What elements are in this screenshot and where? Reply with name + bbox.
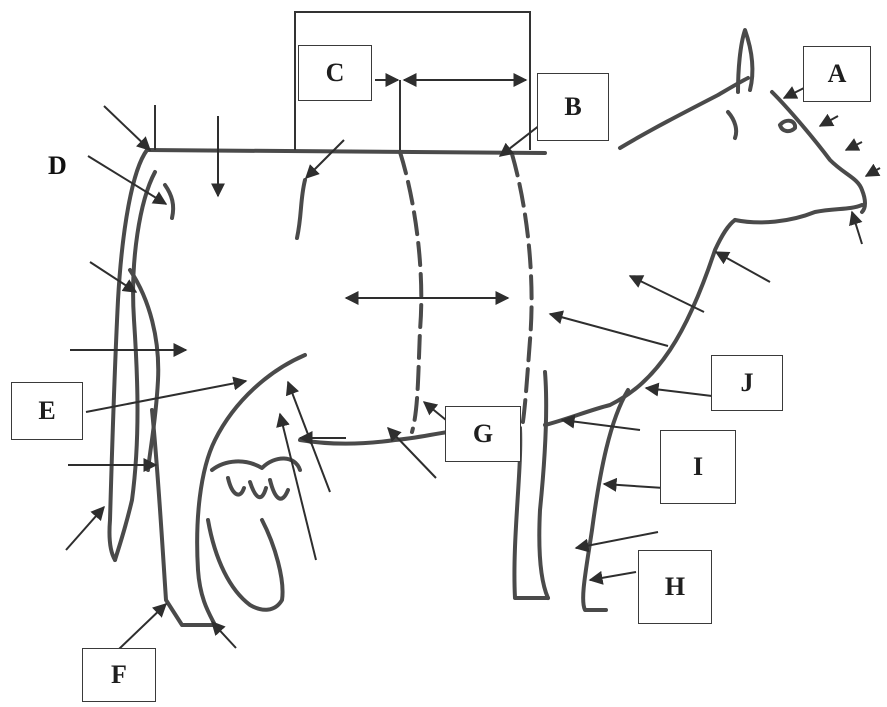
- rear-udder: [208, 520, 283, 610]
- arrow-i: [604, 484, 664, 488]
- arrow-e: [86, 381, 246, 412]
- label-b: B: [537, 73, 609, 141]
- arrow-knee: [576, 532, 658, 548]
- arrow-hoof-rear: [212, 622, 236, 648]
- arrow-a3: [846, 142, 862, 150]
- front-leg-near-2: [539, 372, 548, 598]
- arrow-elbow: [562, 420, 640, 430]
- label-i-text: I: [693, 452, 703, 482]
- arrow-heart: [550, 314, 668, 346]
- label-a: A: [803, 46, 871, 102]
- label-d: D: [48, 151, 67, 181]
- label-h: H: [638, 550, 712, 624]
- arrow-f: [118, 604, 166, 650]
- arrow-a4: [866, 168, 880, 176]
- jaw: [735, 205, 862, 222]
- arrow-d: [88, 156, 166, 204]
- hind-leg: [152, 410, 215, 625]
- label-j-text: J: [741, 368, 754, 398]
- label-e-text: E: [38, 396, 55, 426]
- label-g-text: G: [473, 419, 493, 449]
- label-b-text: B: [564, 92, 581, 122]
- arrow-d-rump: [104, 106, 150, 150]
- label-h-text: H: [665, 572, 685, 602]
- pin-mark: [165, 185, 173, 218]
- hip-mark: [297, 180, 305, 238]
- arrow-shoulder: [630, 276, 704, 312]
- arrow-neck: [716, 252, 770, 282]
- label-f-text: F: [111, 660, 127, 690]
- topline: [147, 150, 545, 153]
- label-f: F: [82, 648, 156, 702]
- arrow-g: [424, 402, 446, 420]
- face: [772, 92, 865, 212]
- label-e: E: [11, 382, 83, 440]
- arrow-muzzle: [852, 212, 862, 244]
- brisket: [545, 220, 735, 425]
- label-g: G: [445, 406, 521, 462]
- girth-line-front: [512, 154, 532, 428]
- label-i: I: [660, 430, 736, 504]
- eye: [780, 121, 795, 131]
- arrow-h: [590, 572, 636, 580]
- label-a-text: A: [828, 59, 847, 89]
- label-c-text: C: [326, 58, 345, 88]
- arrow-hip: [306, 140, 344, 178]
- udder: [212, 458, 300, 498]
- cheek: [728, 112, 736, 138]
- tail: [115, 172, 155, 560]
- girth-line-rear: [400, 152, 421, 432]
- arrow-a2: [820, 116, 838, 126]
- label-j: J: [711, 355, 783, 411]
- arrow-j: [646, 388, 712, 396]
- arrow-switch: [66, 507, 104, 550]
- label-c: C: [298, 45, 372, 101]
- arrow-thigh: [90, 262, 136, 292]
- arrow-udder-2: [280, 414, 316, 560]
